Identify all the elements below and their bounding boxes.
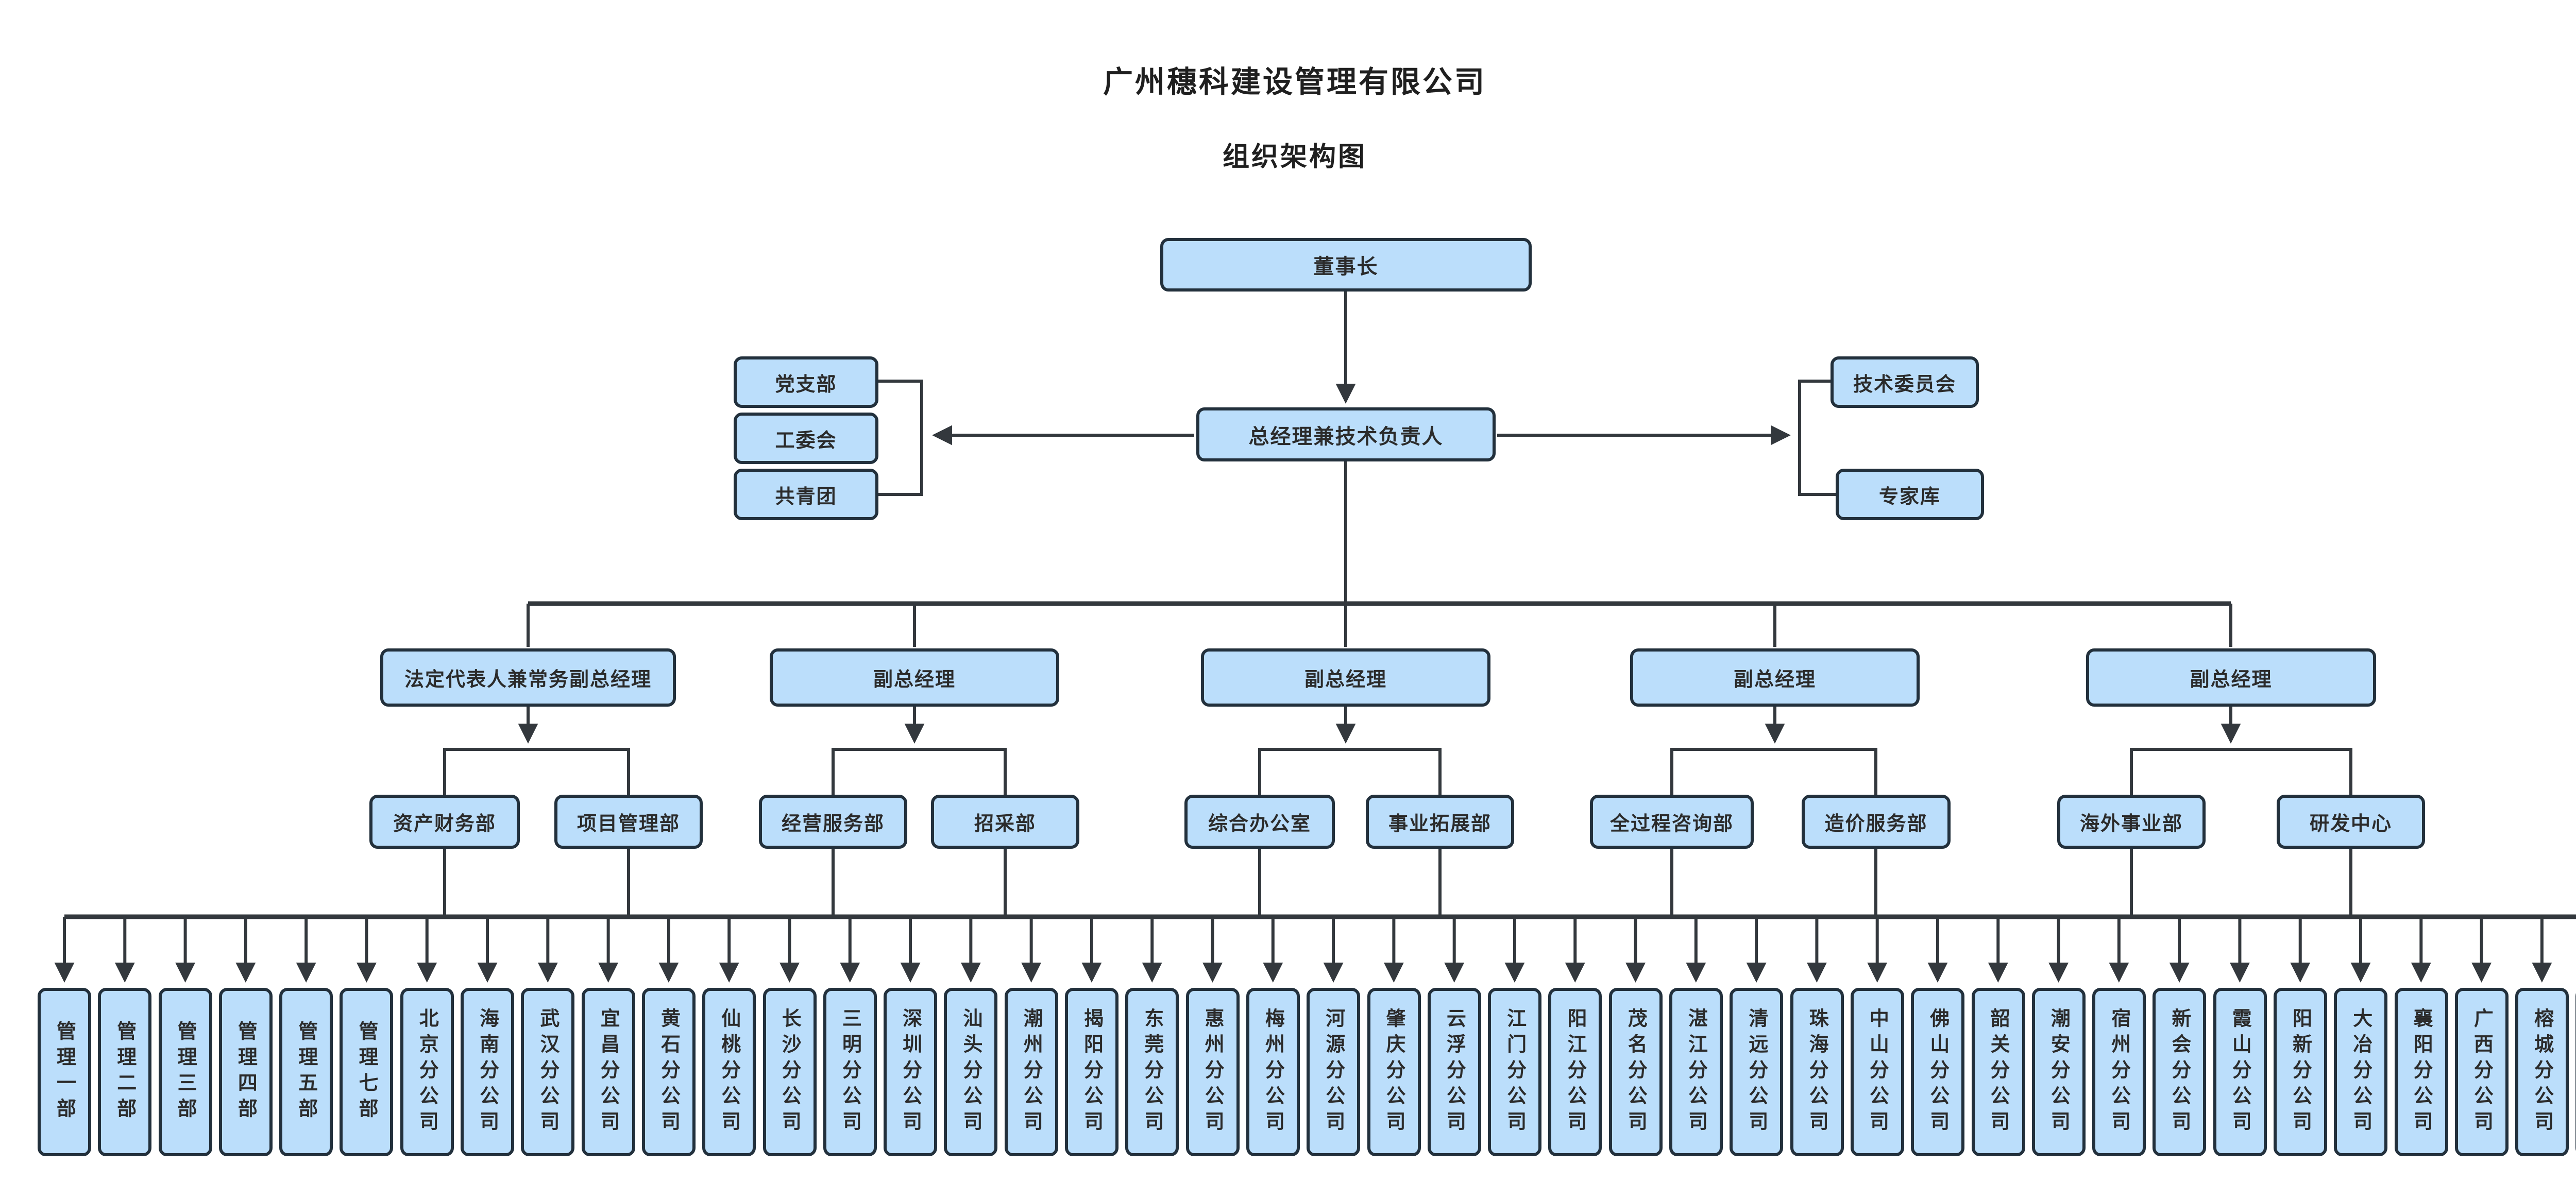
org-units-row: 管理一部 管理二部 管理三部 管理四部 管理五部 管理七部 北京分公司 海南分公…: [38, 988, 2576, 1156]
org-unit-node: 榕城分公司: [2515, 988, 2569, 1156]
branch-node-legal-rep: 法定代表人兼常务副总经理: [380, 648, 676, 707]
org-unit-node: 新会分公司: [2153, 988, 2207, 1156]
org-unit-node: 宿州分公司: [2092, 988, 2146, 1156]
org-unit-node: 佛山分公司: [1911, 988, 1965, 1156]
org-unit-node: 肇庆分公司: [1367, 988, 1421, 1156]
dept-node: 全过程咨询部: [1590, 795, 1754, 849]
chart-title: 组织架构图: [1222, 142, 1367, 172]
org-unit-node: 管理七部: [340, 988, 394, 1156]
org-unit-node: 潮安分公司: [2031, 988, 2086, 1156]
company-title: 广州穗科建设管理有限公司: [1103, 65, 1487, 99]
org-unit-node: 东莞分公司: [1125, 988, 1179, 1156]
org-unit-node: 管理四部: [218, 988, 273, 1156]
party-branch-node: 党支部: [734, 356, 878, 408]
org-unit-node: 仙桃分公司: [702, 988, 756, 1156]
org-unit-node: 管理五部: [279, 988, 333, 1156]
branch-node-deputy-gm-2: 副总经理: [1201, 648, 1490, 707]
org-unit-node: 北京分公司: [400, 988, 454, 1156]
org-unit-node: 管理一部: [38, 988, 91, 1156]
org-unit-node: 汕头分公司: [944, 988, 998, 1156]
branch-node-deputy-gm-1: 副总经理: [770, 648, 1059, 707]
youth-league-node: 共青团: [734, 469, 878, 520]
org-unit-node: 黄石分公司: [641, 988, 696, 1156]
org-unit-node: 阳新分公司: [2273, 988, 2327, 1156]
org-unit-node: 长沙分公司: [762, 988, 817, 1156]
branch-node-deputy-gm-3: 副总经理: [1630, 648, 1920, 707]
org-unit-node: 霞山分公司: [2213, 988, 2267, 1156]
expert-pool-node: 专家库: [1836, 469, 1984, 520]
org-unit-node: 潮州分公司: [1004, 988, 1058, 1156]
org-unit-node: 广西分公司: [2454, 988, 2509, 1156]
general-manager-node: 总经理兼技术负责人: [1196, 407, 1496, 461]
dept-node: 事业拓展部: [1366, 795, 1514, 849]
dept-node: 资产财务部: [369, 795, 520, 849]
dept-node: 项目管理部: [554, 795, 703, 849]
org-unit-node: 武汉分公司: [521, 988, 575, 1156]
dept-node: 经营服务部: [759, 795, 907, 849]
org-unit-node: 珠海分公司: [1790, 988, 1844, 1156]
dept-node: 造价服务部: [1802, 795, 1951, 849]
org-unit-node: 大冶分公司: [2334, 988, 2388, 1156]
org-unit-node: 江门分公司: [1488, 988, 1542, 1156]
org-unit-node: 梅州分公司: [1246, 988, 1300, 1156]
org-unit-node: 茂名分公司: [1608, 988, 1663, 1156]
org-unit-node: 河源分公司: [1307, 988, 1361, 1156]
dept-node: 研发中心: [2277, 795, 2425, 849]
org-unit-node: 宜昌分公司: [581, 988, 635, 1156]
branch-node-deputy-gm-4: 副总经理: [2086, 648, 2376, 707]
chairman-node: 董事长: [1160, 238, 1532, 292]
org-unit-node: 云浮分公司: [1427, 988, 1481, 1156]
org-unit-node: 中山分公司: [1850, 988, 1904, 1156]
org-unit-node: 清远分公司: [1730, 988, 1784, 1156]
dept-node: 招采部: [931, 795, 1079, 849]
org-unit-node: 惠州分公司: [1185, 988, 1240, 1156]
org-unit-node: 管理三部: [158, 988, 212, 1156]
org-unit-node: 揭阳分公司: [1065, 988, 1119, 1156]
dept-node: 综合办公室: [1184, 795, 1335, 849]
org-unit-node: 襄阳分公司: [2394, 988, 2448, 1156]
org-unit-node: 三明分公司: [823, 988, 877, 1156]
org-unit-node: 阳江分公司: [1548, 988, 1602, 1156]
org-unit-node: 湛江分公司: [1669, 988, 1723, 1156]
org-unit-node: 海南分公司: [461, 988, 515, 1156]
org-unit-node: 韶关分公司: [1971, 988, 2025, 1156]
dept-node: 海外事业部: [2057, 795, 2206, 849]
org-unit-node: 深圳分公司: [884, 988, 938, 1156]
org-unit-node: 管理二部: [98, 988, 152, 1156]
labor-committee-node: 工委会: [734, 413, 878, 464]
tech-committee-node: 技术委员会: [1831, 356, 1979, 408]
